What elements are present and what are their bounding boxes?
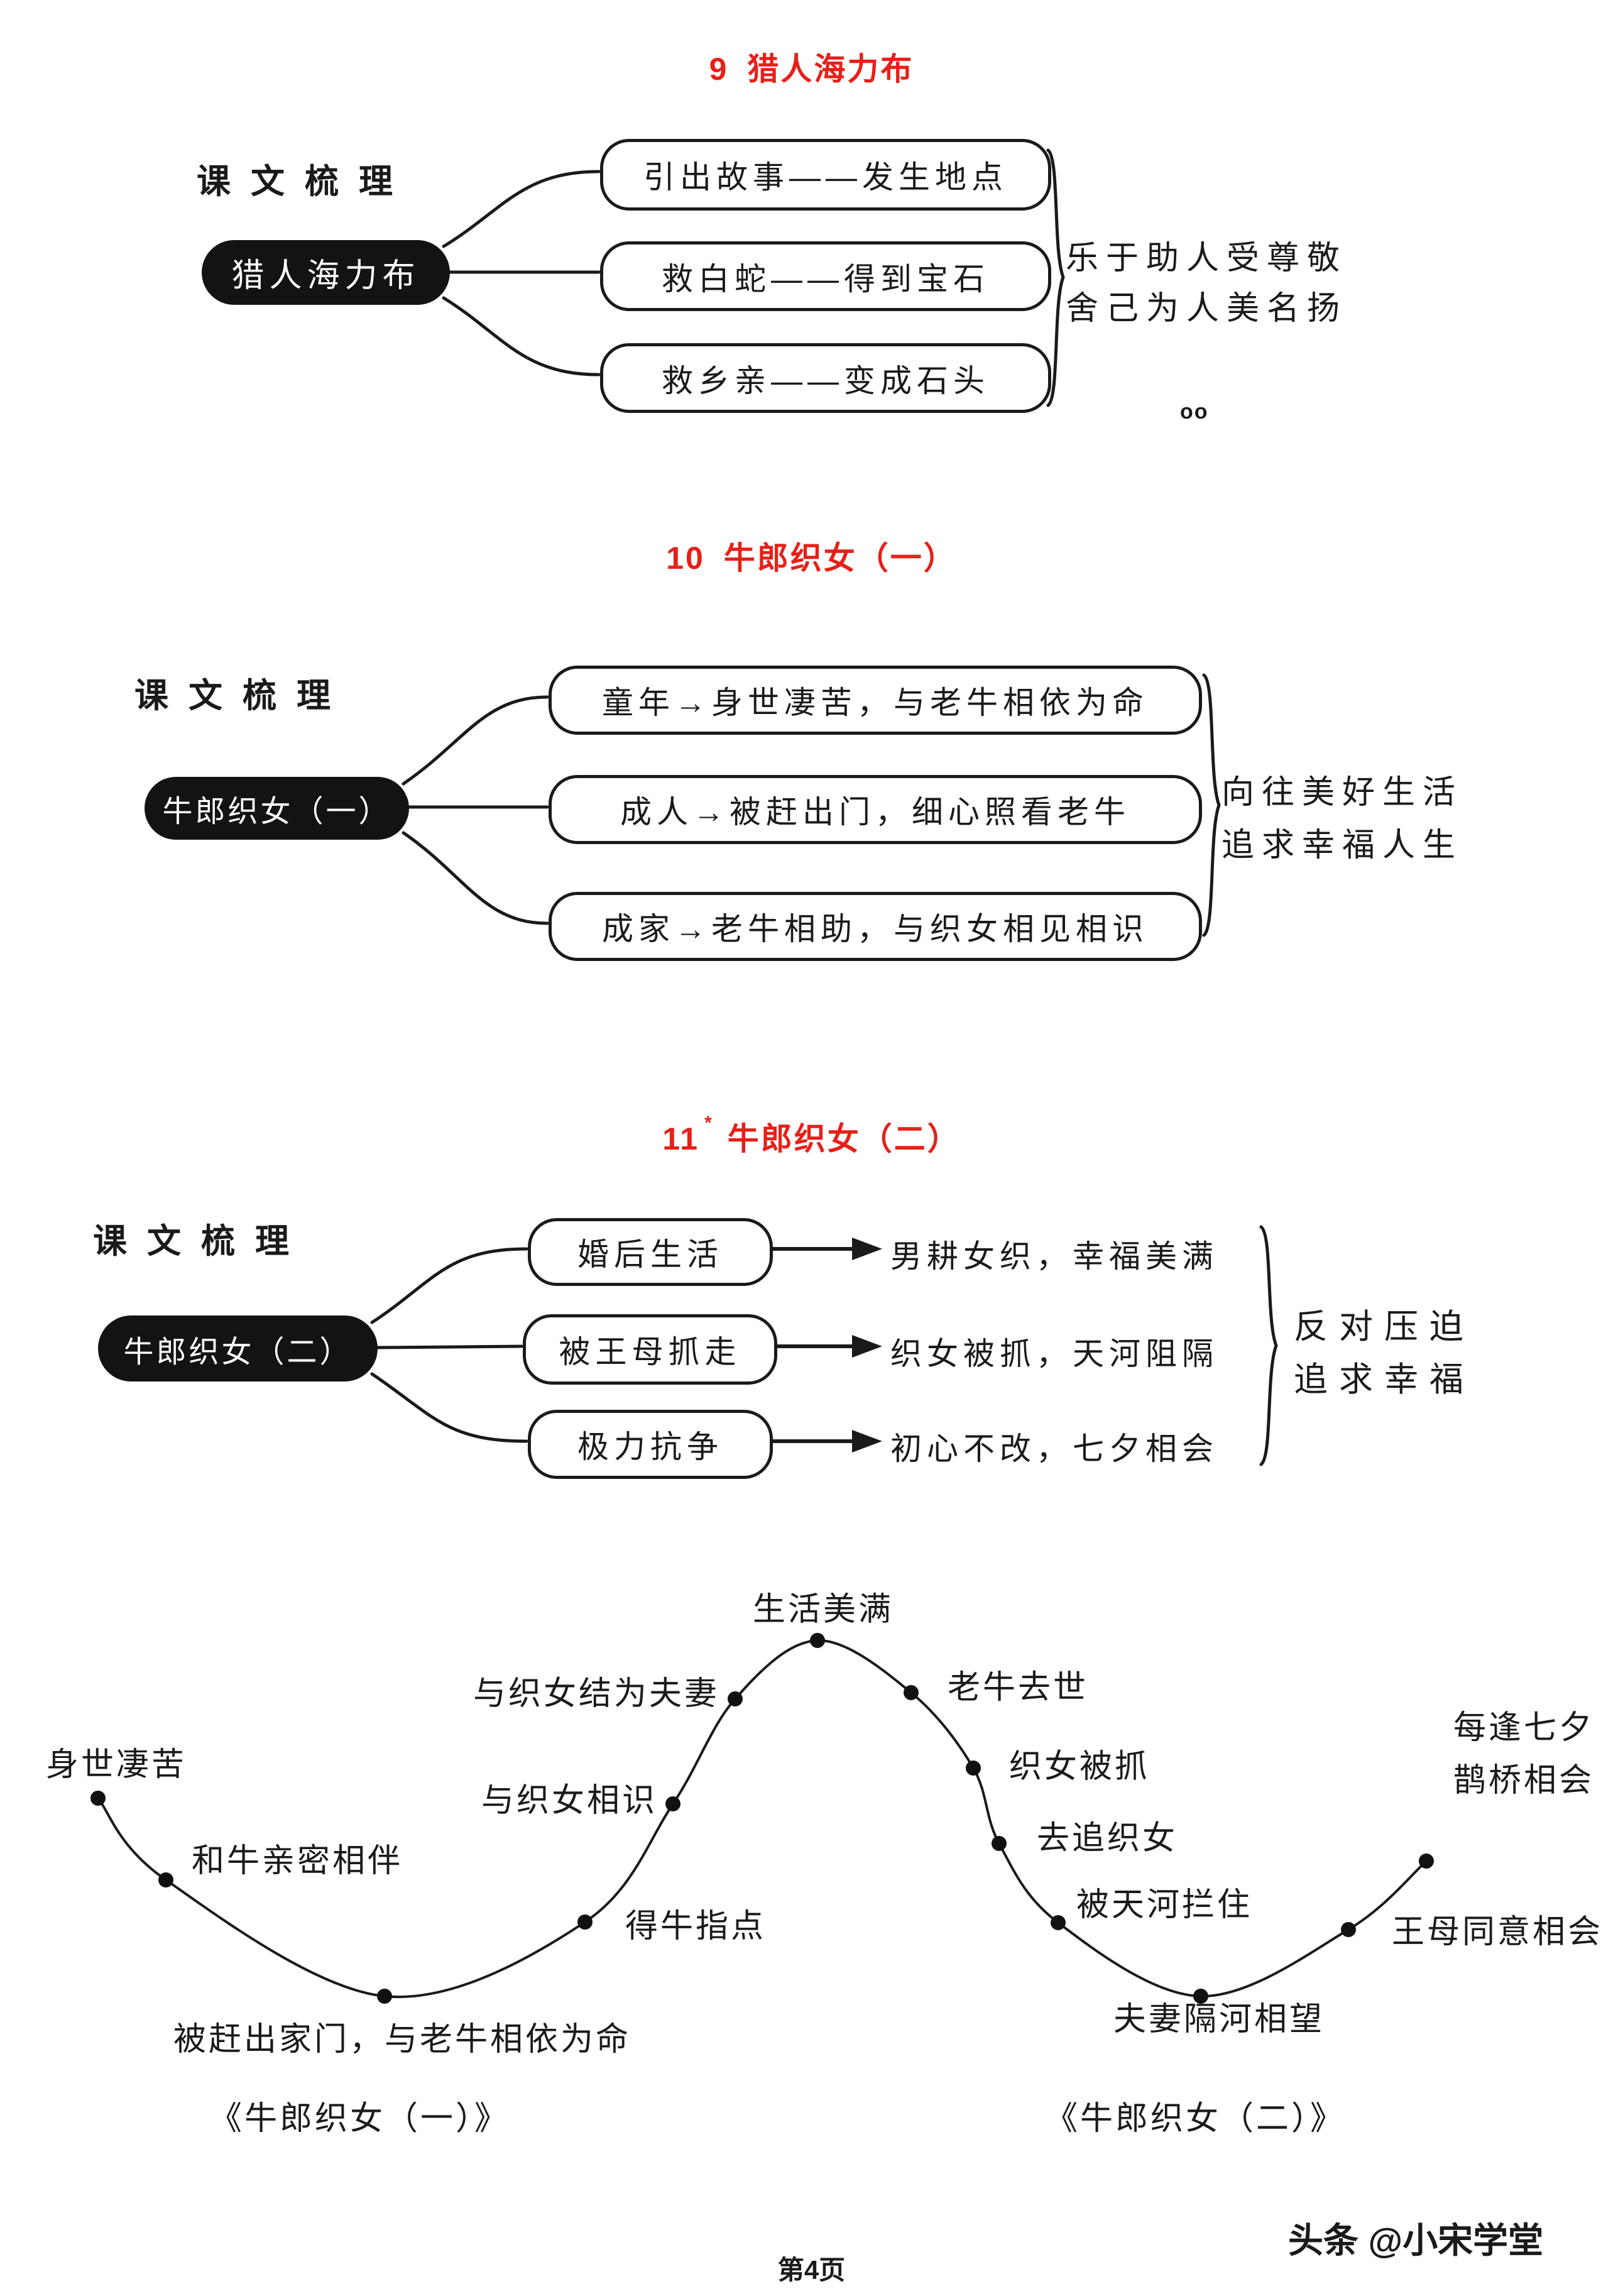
sec11-summary-line1: 反对压迫 [1294, 1308, 1475, 1346]
story-arc-caption-left: 《牛郎织女（一）》 [209, 2101, 510, 2137]
sec9-connector-bottom [442, 296, 601, 376]
sec10-branch-3: 成家→老牛相助，与织女相见相识 [549, 892, 1202, 961]
story-arc-label-8: 织女被抓 [1009, 1749, 1150, 1785]
story-arc-label-7: 老牛去世 [948, 1669, 1088, 1706]
lesson10-name: 牛郎织女（一） [723, 541, 957, 576]
lesson11-number: 11 [662, 1121, 700, 1156]
sec11-connector-bottom [370, 1372, 528, 1443]
story-arc-label-3: 得牛指点 [625, 1908, 766, 1945]
sec9-branch-1: 引出故事——发生地点 [600, 139, 1051, 211]
sec10-map-label: 课文梳理 [134, 677, 351, 715]
story-arc-point-0 [90, 1791, 106, 1806]
sec9-scan-artifact: oo [1180, 400, 1209, 424]
sec10-connector-bottom [402, 831, 549, 925]
sec10-branch-2: 成人→被赶出门，细心照看老牛 [549, 775, 1202, 844]
story-arc-point-4 [665, 1796, 680, 1811]
sec9-summary-line1: 乐于助人受尊敬 [1066, 240, 1348, 277]
sec11-summary-line2: 追求幸福 [1294, 1361, 1475, 1398]
story-arc-point-2 [377, 1989, 392, 2004]
story-arc-label-12: 王母同意相会 [1392, 1914, 1603, 1950]
story-arc-label-13: 每逢七夕 [1453, 1710, 1594, 1746]
sec10-brace [1202, 673, 1221, 937]
sec9-connector-top [442, 170, 601, 248]
sec9-map-label: 课文梳理 [197, 163, 413, 200]
arrow-head [852, 1430, 882, 1453]
sec9-root-node: 猎人海力布 [202, 240, 450, 305]
story-arc-caption-right: 《牛郎织女（二）》 [1044, 2101, 1346, 2137]
sec11-stage-2: 被王母抓走 [523, 1314, 777, 1385]
sec10-branch-1: 童年→身世凄苦，与老牛相依为命 [549, 666, 1202, 735]
page-number: 第4页 [777, 2255, 846, 2285]
lesson9-title: 9 猎人海力布 [0, 44, 1623, 89]
lesson10-number: 10 [666, 541, 705, 576]
story-arc-label-10: 被天河拦住 [1076, 1887, 1252, 1923]
lesson10-title: 10 牛郎织女（一） [0, 533, 1623, 578]
sec11-stage-3: 极力抗争 [528, 1410, 773, 1479]
sec11-arrow-3 [770, 1430, 882, 1453]
story-arc-label-1: 和牛亲密相伴 [192, 1843, 403, 1879]
sec11-connector-mid [376, 1344, 523, 1349]
story-arc-point-11 [1193, 1989, 1208, 2004]
story-arc-point-1 [158, 1872, 173, 1887]
lesson11-name: 牛郎织女（二） [727, 1121, 961, 1156]
sec11-arrow-2 [775, 1335, 882, 1358]
sec11-result-3: 初心不改，七夕相会 [890, 1431, 1218, 1466]
sec11-connector-top [370, 1247, 528, 1324]
sec9-branch-3: 救乡亲——变成石头 [600, 343, 1051, 413]
lesson11-title: 11* 牛郎织女（二） [0, 1114, 1623, 1159]
sec9-branch-2: 救白蛇——得到宝石 [600, 241, 1051, 311]
story-arc-point-13 [1419, 1854, 1434, 1869]
arrow-head [852, 1238, 882, 1260]
story-arc-label-9: 去追织女 [1037, 1820, 1178, 1857]
sec10-summary-line1: 向往美好生活 [1221, 774, 1463, 811]
sec10-connectors [402, 695, 549, 925]
story-arc-point-9 [992, 1836, 1007, 1851]
story-arc-label-11: 夫妻隔河相望 [1113, 2001, 1325, 2038]
sec10-root-node: 牛郎织女（一） [145, 777, 409, 840]
sec11-stage-1: 婚后生活 [528, 1218, 773, 1286]
sec9-brace [1046, 148, 1065, 407]
story-arc-point-10 [1051, 1915, 1066, 1930]
story-arc-label-13-line2: 鹊桥相会 [1453, 1762, 1594, 1799]
sec11-result-2: 织女被抓，天河阻隔 [890, 1336, 1218, 1371]
story-arc-label-5: 与织女结为夫妻 [473, 1676, 719, 1712]
story-arc-point-5 [728, 1691, 743, 1706]
story-arc-point-8 [966, 1760, 981, 1776]
story-arc-label-4: 与织女相识 [481, 1782, 657, 1819]
story-arc-label-0: 身世凄苦 [46, 1747, 187, 1783]
story-arc-point-3 [577, 1914, 593, 1930]
story-arc-label-2: 被赶出家门，与老牛相依为命 [173, 2021, 631, 2058]
sec11-arrow-1 [770, 1238, 882, 1260]
sec11-map-label: 课文梳理 [93, 1222, 309, 1260]
story-arc-point-7 [904, 1685, 919, 1700]
story-arc-point-6 [810, 1633, 825, 1648]
lesson9-name: 猎人海力布 [747, 52, 914, 87]
lesson11-star: * [704, 1112, 714, 1133]
watermark: 头条 @小宋学堂 [1288, 2221, 1544, 2260]
sec11-brace [1259, 1225, 1278, 1466]
arrow-head [852, 1335, 882, 1358]
lesson9-number: 9 [709, 52, 729, 87]
sec11-connectors [370, 1247, 528, 1443]
sec10-connector-top [402, 695, 549, 786]
sec11-root-node: 牛郎织女（二） [98, 1316, 378, 1381]
sec10-summary-line2: 追求幸福人生 [1221, 827, 1463, 864]
story-arc-point-12 [1341, 1922, 1356, 1937]
sec9-connectors [442, 170, 601, 376]
sec11-result-1: 男耕女织，幸福美满 [890, 1239, 1218, 1274]
story-arc-label-6: 生活美满 [753, 1591, 893, 1628]
sec9-summary-line2: 舍己为人美名扬 [1066, 290, 1348, 327]
